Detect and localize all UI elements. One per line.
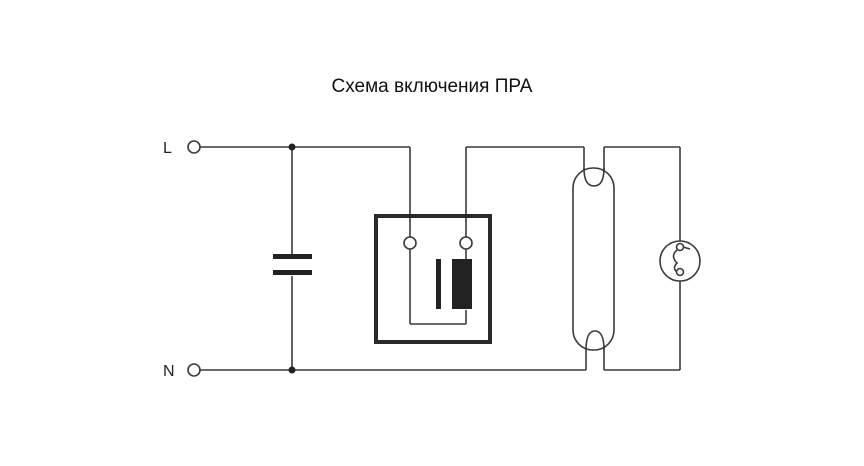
starter-icon <box>659 240 701 282</box>
wires <box>200 146 681 371</box>
diagram-title: Схема включения ПРА <box>331 76 533 97</box>
terminal-neutral <box>187 363 201 377</box>
junction-dot-top <box>288 143 296 151</box>
junction-dot-bottom <box>288 366 296 374</box>
ballast-icon <box>374 214 492 344</box>
terminal-label-neutral: N <box>163 363 175 380</box>
terminal-line <box>187 140 201 154</box>
fluorescent-lamp-icon <box>572 167 615 351</box>
capacitor-icon <box>273 254 312 275</box>
terminal-label-line: L <box>163 140 172 157</box>
